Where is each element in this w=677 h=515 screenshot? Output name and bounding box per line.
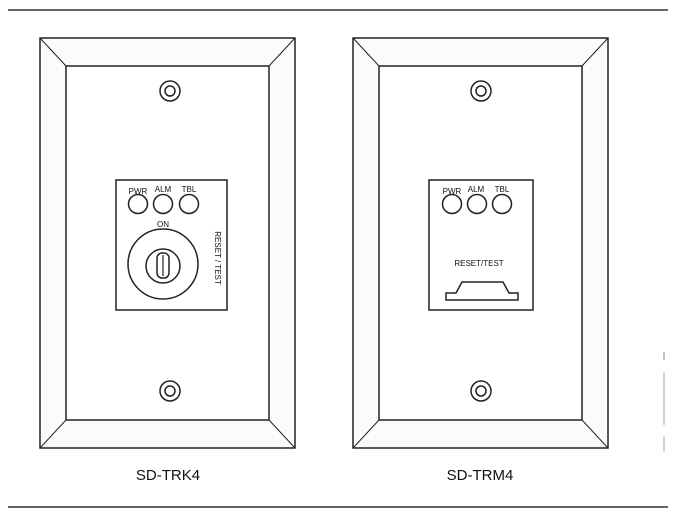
bevel-corner (581, 37, 609, 67)
reset-test-side-label: RESET / TEST (213, 231, 222, 285)
bevel-corner (268, 419, 296, 449)
pwr-led (441, 193, 463, 215)
mounting-screw-top (470, 80, 492, 102)
alm-led (152, 193, 174, 215)
bevel-corner (581, 419, 609, 449)
bevel-corner (39, 419, 67, 449)
led-label-pwr: PWR (443, 187, 462, 196)
bevel-corner (268, 37, 296, 67)
plate-sd-trm4: PWR ALM TBL RESET/TEST (352, 37, 609, 449)
reset-test-label: RESET/TEST (454, 259, 503, 268)
bevel-corner (352, 419, 380, 449)
bevel-corner (352, 37, 380, 67)
key-on-label: ON (157, 220, 169, 229)
led-label-tbl: TBL (495, 185, 510, 194)
mounting-screw-bottom (159, 380, 181, 402)
model-caption-sd-trm4: SD-TRM4 (446, 467, 514, 484)
led-label-alm: ALM (468, 185, 485, 194)
led-label-alm: ALM (155, 185, 172, 194)
key-switch[interactable] (127, 228, 199, 300)
tbl-led (178, 193, 200, 215)
mounting-screw-bottom (470, 380, 492, 402)
bevel-corner (39, 37, 67, 67)
led-label-pwr: PWR (129, 187, 148, 196)
plate-sd-trk4: PWR ALM TBL ON RESET / TEST (39, 37, 296, 449)
pwr-led (127, 193, 149, 215)
mounting-screw-top (159, 80, 181, 102)
reset-test-button[interactable] (445, 281, 519, 301)
tbl-led (491, 193, 513, 215)
alm-led (466, 193, 488, 215)
model-caption-sd-trk4: SD-TRK4 (135, 467, 201, 484)
led-label-tbl: TBL (182, 185, 197, 194)
